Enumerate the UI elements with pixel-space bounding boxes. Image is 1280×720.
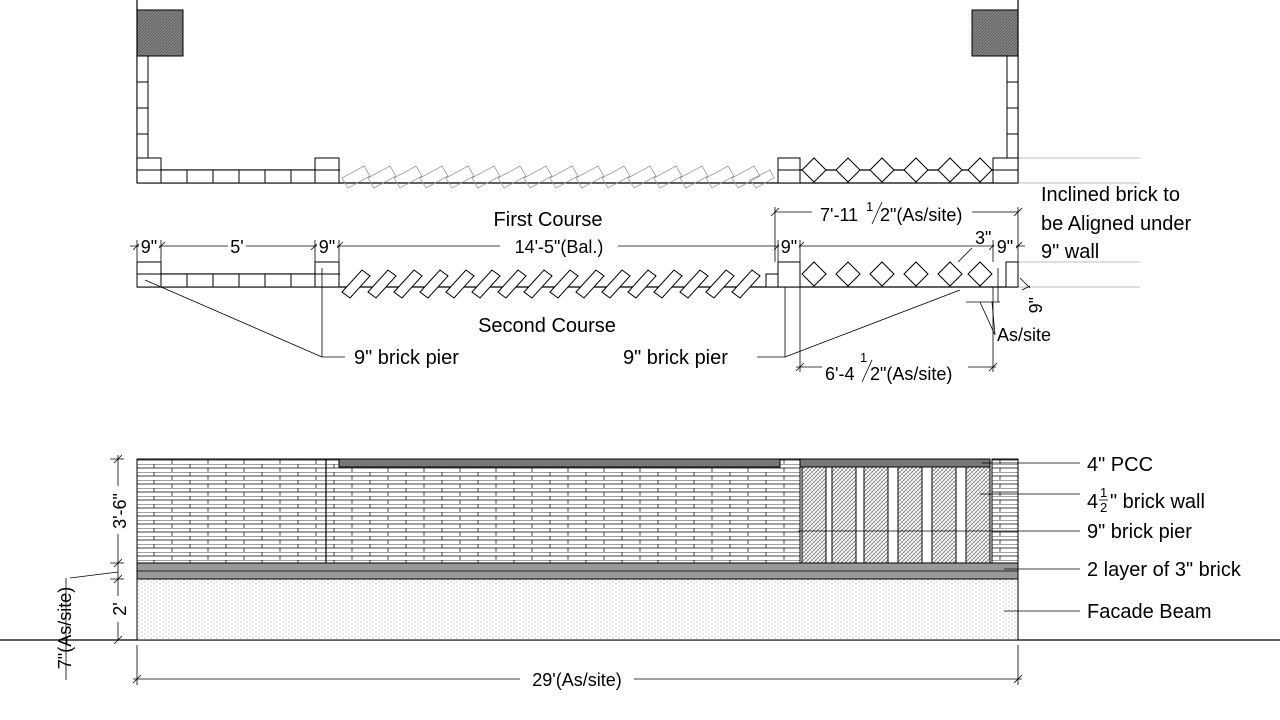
dim-3-6: 3'-6" (110, 493, 130, 529)
elevation-callouts: 4" PCC 4 1 2 " brick wall 9" brick pier … (798, 454, 1242, 623)
pcc-top-right (799, 458, 991, 468)
pier-mid-label: 9" brick pier (623, 347, 728, 369)
inclined-brick-panels (801, 466, 991, 564)
facade-beam (136, 578, 1019, 641)
dim-7-11: 7'-11 1 2"(As/site) (770, 199, 1023, 262)
first-course-inclined-ghost (341, 165, 775, 189)
dim-6-4-num: 1 (860, 350, 867, 365)
inclined-note-line3: 9" wall (1041, 241, 1099, 263)
dim-29ft: 29'(As/site) (532, 670, 621, 690)
first-course-title: First Course (494, 209, 603, 231)
left-side-wall-bricks (136, 55, 149, 159)
dim-7-11-post: 2"(As/site) (880, 205, 962, 225)
second-course-title: Second Course (478, 315, 616, 337)
first-course-plan: First Course (136, 0, 1140, 231)
pier-leaders: 9" brick pier 9" brick pier (144, 268, 961, 369)
dim-7-11-num: 1 (866, 199, 873, 214)
dim-6-4-post: 2"(As/site) (870, 364, 952, 384)
pier-left-label: 9" brick pier (354, 347, 459, 369)
dim-9in-vertical: 9" (1026, 297, 1046, 313)
dim-7-11-pre: 7'-11 (820, 205, 858, 225)
dim-bal: 14'-5"(Bal.) (515, 237, 604, 257)
brick-pier-right (991, 458, 1019, 564)
as-site-callout: As/site (966, 268, 1051, 345)
column-right (971, 9, 1019, 57)
second-course-dimension-line: 9" 5' 9" 14'-5"(Bal.) 9" 9" 3" (130, 228, 1025, 263)
pcc-top-strip (338, 458, 781, 468)
inclined-note: Inclined brick to be Aligned under 9" wa… (1041, 184, 1191, 263)
label-brick-wall-pre: 4 (1087, 491, 1098, 513)
right-side-wall-bricks (1006, 55, 1019, 159)
dim-5ft: 5' (230, 237, 243, 257)
label-pcc: 4" PCC (1087, 454, 1153, 476)
elevation-vertical-dims: 3'-6" 2' 7"(As/site) (55, 454, 130, 680)
dim-pier-b: 9" (319, 237, 335, 257)
elevation (0, 458, 1280, 641)
second-course-plan: 9" Second Course (136, 261, 1140, 337)
dim-pier-c: 9" (781, 237, 797, 257)
inclined-note-line2: be Aligned under (1041, 213, 1191, 235)
dim-3in: 3" (975, 228, 991, 248)
dim-pier-a: 9" (141, 237, 157, 257)
first-course-inclined-right (801, 157, 993, 183)
dim-2ft: 2' (110, 602, 130, 615)
label-two-layer: 2 layer of 3" brick (1087, 559, 1242, 581)
column-left (136, 9, 184, 57)
label-brick-pier: 9" brick pier (1087, 521, 1192, 543)
first-course-stretchers (136, 157, 1019, 184)
label-brick-wall-den: 2 (1100, 500, 1107, 515)
dim-6-4-pre: 6'-4 (825, 364, 854, 384)
label-brick-wall-post: " brick wall (1110, 491, 1205, 513)
inclined-note-line1: Inclined brick to (1041, 184, 1180, 206)
as-site-label: As/site (997, 325, 1051, 345)
dim-pier-d: 9" (997, 237, 1013, 257)
brick-wall-left (136, 458, 801, 564)
elevation-total-length: 29'(As/site) (132, 645, 1023, 690)
dim-6-4: 6'-4 1 2"(As/site) (795, 287, 998, 384)
dim-7in: 7"(As/site) (55, 587, 75, 669)
label-brick-wall-num: 1 (1100, 485, 1107, 500)
label-facade-beam: Facade Beam (1087, 601, 1212, 623)
